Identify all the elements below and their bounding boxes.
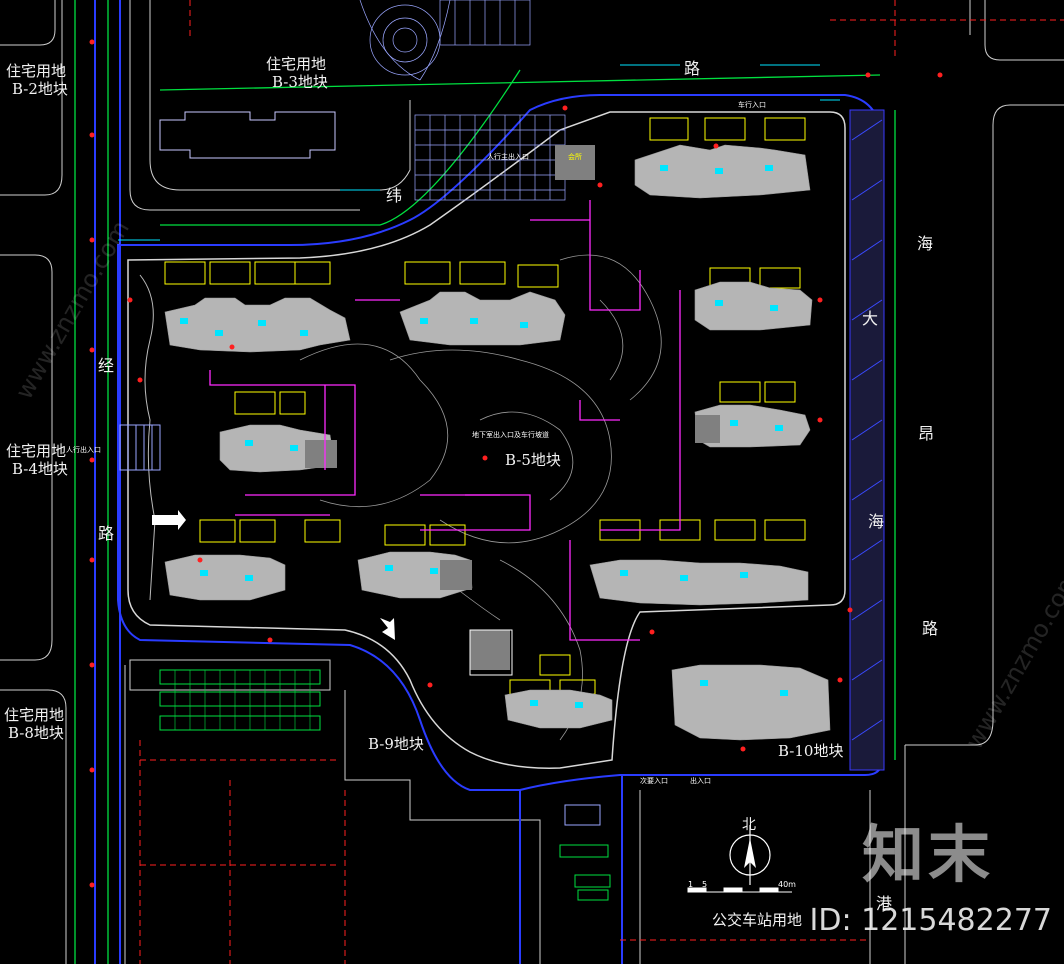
scale-mid: 5 [702, 880, 708, 889]
parcel-b2-line2: B-2地块 [12, 80, 68, 98]
scale-bar [687, 887, 792, 893]
central-note: 地下室出入口及车行坡道 [472, 431, 549, 439]
road-top-label: 路 [684, 59, 701, 78]
road-east-label-4: 海 [868, 512, 885, 531]
parcel-b10-label: B-10地块 [778, 742, 844, 760]
parcel-b4-label: 住宅用地 B-4地块 [6, 442, 68, 478]
scale-start: 1 [688, 880, 694, 889]
east-greenbelt-hatch [851, 119, 883, 741]
parcel-b4-line1: 住宅用地 [6, 442, 67, 460]
road-east-label-1: 海 [917, 234, 934, 253]
guard-house [564, 804, 601, 826]
elevation-markers [89, 39, 943, 888]
watermark-id: ID: 1215482277 [809, 903, 1052, 938]
south-entry-note-1: 次要入口 [640, 777, 668, 785]
building-cyan-marks [180, 165, 788, 708]
top-plaza [359, 0, 566, 201]
parcel-b8-line2: B-8地块 [8, 724, 64, 742]
parcel-b9-label: B-9地块 [368, 735, 424, 753]
property-lines [139, 0, 1064, 964]
bus-station-label: 公交车站用地 [712, 911, 803, 929]
roads [94, 0, 883, 964]
parking-ticks [174, 670, 311, 730]
road-centerlines [74, 0, 896, 964]
parcel-b3-line1: 住宅用地 [266, 55, 327, 73]
road-annotations [118, 64, 840, 241]
club-note: 会所 [568, 153, 582, 161]
road-east-label-2: 大 [862, 309, 879, 328]
ne-entry-note: 车行入口 [738, 101, 766, 109]
east-greenbelt [849, 109, 885, 771]
parcel-b8-line1: 住宅用地 [4, 706, 65, 724]
road-east-label-3: 昂 [918, 424, 935, 443]
west-gate [119, 424, 161, 471]
side-entry-note: 人行出入口 [66, 446, 101, 454]
road-left-label-2: 路 [98, 524, 115, 543]
north-arrow [729, 825, 771, 885]
road-left-label-1: 经 [98, 356, 115, 375]
parcel-b5-label: B-5地块 [505, 451, 561, 469]
north-label: 北 [742, 817, 756, 833]
b3-buildings [159, 111, 336, 159]
parking-lots [159, 669, 611, 901]
parcel-b4-line2: B-4地块 [12, 460, 68, 478]
parcel-b2-label: 住宅用地 B-2地块 [6, 62, 68, 98]
parcel-b8-label: 住宅用地 B-8地块 [4, 706, 64, 742]
parcel-b3-label: 住宅用地 B-3地块 [266, 55, 328, 91]
main-entry-note: 人行主出入口 [487, 153, 529, 161]
road-east-label-5: 路 [922, 619, 939, 638]
parcel-b3-line2: B-3地块 [272, 73, 328, 91]
building-dark-wings [305, 145, 720, 670]
road-se-label: 港 [876, 894, 893, 913]
club-house [469, 629, 513, 676]
parcel-b2-line1: 住宅用地 [6, 62, 67, 80]
entry-arrows [152, 510, 395, 640]
yellow-hatches [164, 117, 806, 695]
site-boundary [127, 111, 846, 769]
road-curve-label: 纬 [386, 186, 403, 205]
watermark-brand: 知末 [861, 818, 994, 891]
scale-end: 40m [778, 880, 796, 889]
utility-lines [209, 200, 681, 641]
south-entry-note-2: 出入口 [690, 777, 711, 785]
